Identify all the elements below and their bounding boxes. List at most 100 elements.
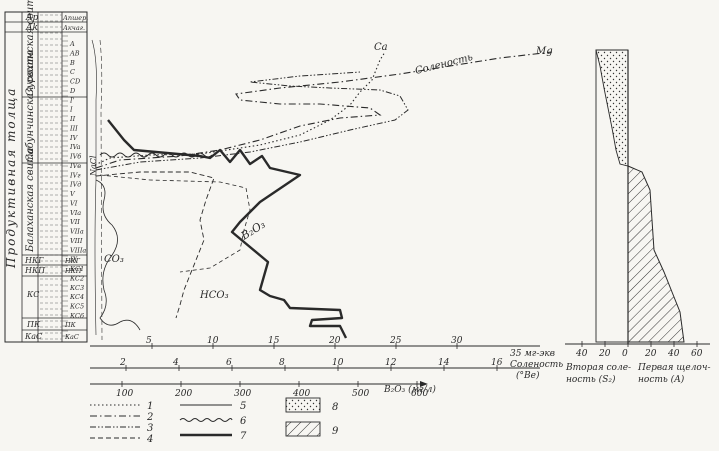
axis-baume-tick-label: 4	[172, 358, 179, 368]
suite-label-ap: Ap	[25, 13, 38, 23]
curve-hco3-secondary	[99, 174, 251, 273]
horizon-label: I	[69, 106, 73, 114]
legend-num-5: 5	[240, 401, 246, 412]
code-kas: КаС	[64, 333, 79, 341]
legend-num-9: 9	[332, 426, 339, 437]
horizon-label: КС4	[69, 293, 84, 301]
horizon-label: D	[69, 87, 76, 95]
horizon-label: КС3	[69, 284, 84, 292]
axis-meq-tick-label: 30	[451, 336, 463, 346]
right-label-right-1: Первая щелоч-	[637, 363, 710, 373]
axis-meq-end-label: 35 мг-экв	[510, 349, 555, 359]
suite-label-balakhany: Балаханская свита	[25, 147, 36, 253]
horizon-label: II	[69, 115, 76, 123]
right-label-right-2: ность (A)	[638, 374, 685, 385]
right-label-left-2: ность (S₂)	[566, 374, 616, 385]
axis-baume-tick-label: 10	[332, 358, 344, 368]
axis-right-tick-label: 40	[667, 349, 680, 359]
axis-b2o3-tick-label: 500	[352, 389, 369, 399]
axis-baume-tick-label: 2	[119, 358, 126, 368]
axis-baume-tick-label: 6	[226, 358, 232, 368]
horizon-label: IVг	[69, 171, 81, 179]
horizon-label: B	[69, 59, 75, 67]
code-nkp: НКП	[64, 267, 82, 275]
curve-hco3	[95, 171, 215, 319]
legend-num-6: 6	[240, 416, 247, 427]
horizon-label: IVa	[69, 143, 81, 151]
curve-salinity	[95, 51, 553, 169]
horizon-label: VI	[70, 199, 78, 207]
code-apsheron: Апшер.	[62, 14, 88, 22]
label-nacl: NaCl	[89, 155, 98, 177]
legend-num-7: 7	[240, 431, 247, 442]
label-ca: Ca	[374, 42, 388, 53]
horizon-ticks	[62, 35, 68, 337]
label-co3: CO₃	[104, 254, 124, 265]
axis-b2o3-tick-label: 300	[234, 389, 251, 399]
suite-label-surakhany: Сураханская свита	[25, 0, 36, 96]
horizon-label: КС5	[69, 303, 84, 311]
horizon-label: AB	[69, 49, 80, 57]
label-mg: Mg	[535, 46, 553, 57]
legend-num-8: 8	[332, 402, 338, 413]
legend: 1 2 3 4 5 6 7 8 9	[90, 397, 339, 445]
suite-label-nkg: НКГ	[24, 256, 44, 265]
legend-num-3: 3	[147, 423, 153, 434]
horizon-label: IVд	[69, 181, 81, 189]
second-salinity-area	[595, 49, 629, 167]
horizon-label: V	[70, 190, 76, 198]
boundary-line-1	[91, 39, 97, 336]
horizon-label: VII	[70, 218, 80, 226]
horizon-label: IVв	[69, 162, 81, 170]
boundary-line-2	[99, 39, 103, 341]
horizon-label: VIIa	[70, 228, 84, 236]
curve-co3	[95, 179, 141, 331]
axis-right-tick-label: 40	[575, 349, 588, 359]
horizon-label: VIIIa	[70, 246, 86, 254]
axis-baume-tick-label: 16	[491, 358, 503, 368]
suite-label-pk: ПК	[26, 320, 41, 329]
horizon-label: I'	[69, 96, 75, 104]
horizon-label: КС1	[69, 265, 84, 273]
suite-label-ks: КС	[26, 290, 39, 299]
axis-b2o3-label: B₂O₃ (мг/л)	[383, 384, 436, 395]
label-hco3: HCO₃	[199, 290, 229, 301]
legend-swatch-8	[285, 397, 321, 413]
axis-baume-tick-label: 8	[279, 358, 285, 368]
horizon-label: CD	[70, 78, 81, 86]
axis-right-tick-label: 0	[622, 349, 628, 359]
curve-b2o3	[107, 119, 348, 339]
axis-meq-tick-label: 5	[146, 336, 152, 346]
code-akchagyl: Акчаг.	[62, 24, 85, 32]
axis-meq-tick-label: 10	[207, 336, 219, 346]
legend-num-1: 1	[147, 401, 153, 412]
suite-label-ak: Ak	[25, 23, 38, 33]
axis-baume-label-2: (°Be)	[516, 370, 540, 381]
legend-num-2: 2	[146, 412, 153, 423]
horizon-label: C	[70, 68, 75, 76]
axis-meq-tick-label: 20	[328, 336, 341, 346]
axis-right-tick-label: 20	[598, 349, 611, 359]
right-label-left-1: Вторая соле-	[565, 363, 631, 373]
horizon-label: IX	[69, 256, 78, 264]
code-nkg: НКГ	[64, 257, 81, 265]
legend-swatch-9	[285, 421, 321, 437]
axis-baume-label-1: Соленость	[510, 360, 563, 370]
horizon-label: КС2	[69, 275, 84, 283]
axis-baume-tick-label: 12	[385, 358, 397, 368]
horizon-label: IV	[69, 134, 79, 142]
column-vertical-title: Продуктивная толща	[4, 87, 18, 269]
horizon-label: III	[69, 124, 78, 132]
legend-num-4: 4	[146, 434, 153, 445]
label-salinity: Соленость	[414, 52, 474, 77]
axis-right-tick-label: 60	[691, 349, 703, 359]
axis-b2o3-tick-label: 100	[116, 389, 133, 399]
suite-label-nkp: НКП	[24, 266, 46, 275]
horizon-labels: AABBCCDDI'IIIIIIIVIVaIVбIVвIVгIVдVVIVIaV…	[69, 40, 86, 320]
curve-ca	[94, 51, 386, 166]
